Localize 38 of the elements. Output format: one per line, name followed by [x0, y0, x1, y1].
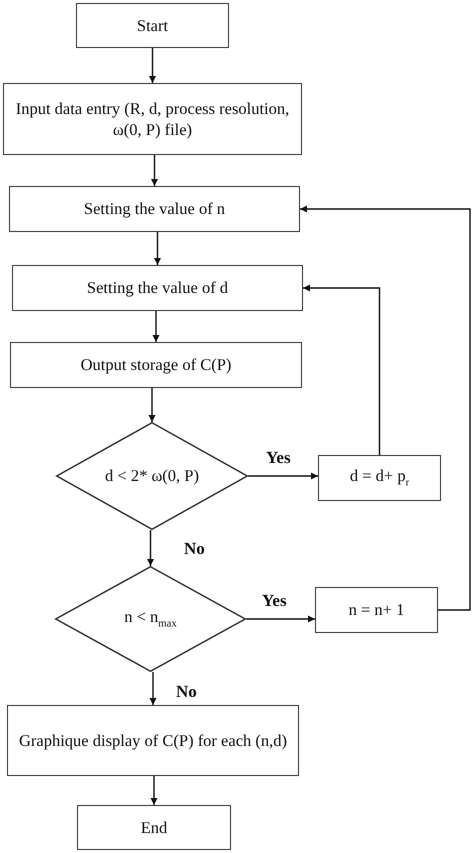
- arrow: [303, 284, 380, 455]
- node-text: d < 2* ω(0, P): [105, 465, 199, 487]
- arrow: [151, 155, 158, 186]
- edge-label: No: [176, 683, 197, 700]
- node-text: End: [140, 816, 168, 838]
- arrow: [246, 616, 315, 622]
- edge-label: Yes: [262, 592, 287, 609]
- arrow: [152, 311, 160, 342]
- node-text: Setting the value of d: [86, 277, 228, 299]
- process-box: [10, 342, 302, 388]
- arrow: [300, 206, 471, 611]
- node-text: Graphique display of C(P) for each (n,d): [18, 730, 288, 752]
- arrow: [154, 232, 161, 265]
- edge-label: No: [184, 540, 205, 557]
- process-box: [318, 455, 441, 501]
- arrow: [150, 672, 156, 705]
- process-box: [315, 587, 438, 633]
- process-box: [12, 265, 303, 311]
- process-box: [9, 186, 300, 232]
- arrow: [148, 388, 156, 422]
- decision-diamond: [56, 422, 248, 530]
- node-text: n = n+ 1: [348, 599, 404, 621]
- arrow: [150, 776, 158, 805]
- node-text: d = d+ p$_{r}$: [350, 465, 410, 491]
- node-text: Start: [136, 14, 168, 36]
- node-text: Setting the value of n: [84, 198, 226, 220]
- decision-diamond: [55, 566, 246, 672]
- process-box: [3, 83, 302, 155]
- arrow: [248, 472, 318, 480]
- edge-label: Yes: [266, 449, 291, 466]
- arrow: [147, 530, 154, 566]
- node-text: Output storage of C(P): [80, 354, 232, 376]
- node-text: Input data entry (R, d, process resolution, ω(0, P) file): [14, 98, 290, 140]
- terminal-box: [76, 3, 229, 48]
- node-text: n < n$_{max}$: [124, 606, 177, 632]
- process-box: [7, 705, 299, 776]
- arrow: [149, 48, 156, 83]
- terminal-box: [77, 805, 231, 850]
